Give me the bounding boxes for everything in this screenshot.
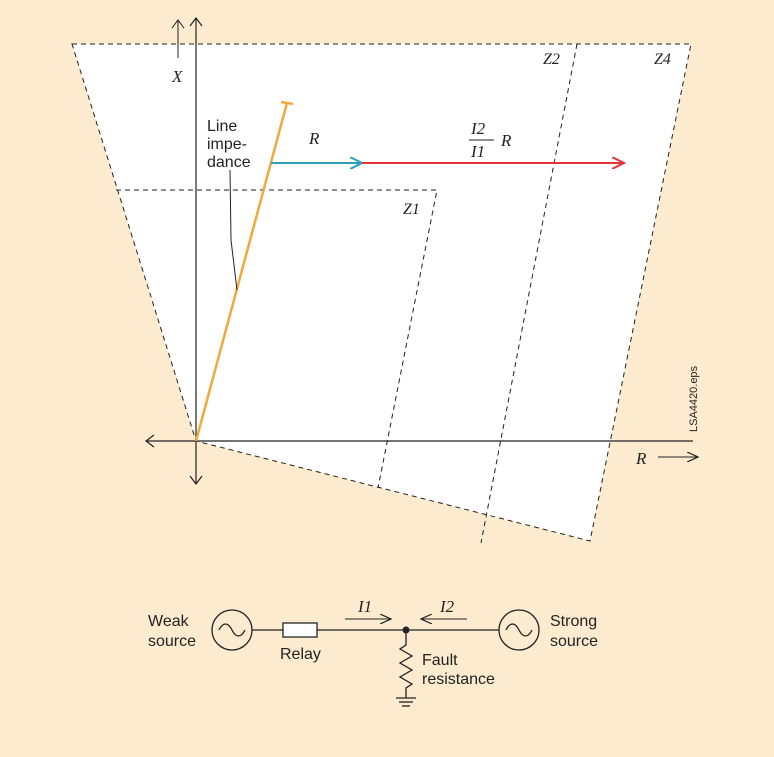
line-impedance bbox=[194, 102, 289, 442]
strong-source-sine bbox=[505, 623, 533, 637]
fault-resistance-label-1: Fault bbox=[422, 652, 458, 669]
current-i2-label: I2 bbox=[439, 597, 455, 616]
weak-source-sine bbox=[218, 623, 246, 637]
circuit: Weak source Relay I1 I2 Strong source Fa… bbox=[148, 597, 598, 707]
x-axis-down-arrowhead bbox=[189, 475, 203, 485]
ratio-numerator: I2 bbox=[470, 119, 486, 138]
zone-z4-area bbox=[71, 43, 692, 542]
strong-source-symbol bbox=[498, 609, 540, 651]
line-impedance-leader bbox=[229, 169, 238, 291]
line-impedance-endcap bbox=[280, 100, 294, 106]
file-tag: LSA4420.eps bbox=[688, 365, 700, 432]
line-impedance-label-1: Line bbox=[207, 118, 237, 135]
zone-z2-boundary bbox=[480, 43, 578, 544]
r-axis-label: R bbox=[635, 449, 647, 468]
x-label-arrowhead bbox=[171, 19, 185, 29]
ratio-denominator: I1 bbox=[470, 142, 485, 161]
zone-z4-label: Z4 bbox=[654, 51, 671, 68]
fault-resistance-label-2: resistance bbox=[422, 671, 495, 688]
zone-z1-boundary bbox=[116, 189, 438, 489]
fault-resistance-symbol bbox=[398, 630, 414, 698]
ratio-r-label: R bbox=[500, 131, 512, 150]
weak-source-label-2: source bbox=[148, 633, 196, 650]
x-axis-label: X bbox=[171, 67, 183, 86]
x-axis-up-arrowhead bbox=[189, 17, 203, 27]
strong-source-label-2: source bbox=[550, 633, 598, 650]
current-i1-label: I1 bbox=[357, 597, 372, 616]
zone-z1-label: Z1 bbox=[403, 201, 420, 218]
line-impedance-label-2: impe- bbox=[207, 136, 247, 153]
strong-source-label-1: Strong bbox=[550, 613, 597, 630]
r-arrow-label: R bbox=[308, 129, 320, 148]
zone-z2-label: Z2 bbox=[543, 51, 560, 68]
ground-icon bbox=[396, 697, 416, 707]
r-axis-left-arrowhead bbox=[145, 434, 155, 448]
weak-source-label-1: Weak bbox=[148, 613, 190, 630]
relay-symbol bbox=[282, 622, 318, 638]
line-impedance-label-3: dance bbox=[207, 154, 251, 171]
relay-label: Relay bbox=[280, 646, 321, 663]
